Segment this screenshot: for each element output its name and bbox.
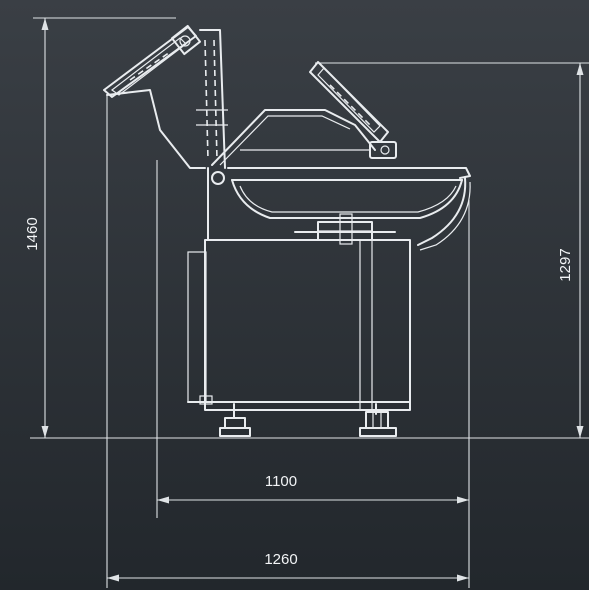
dimension-height-bowl: 1297 (315, 62, 589, 438)
bowl (207, 167, 471, 251)
machine-outline (103, 24, 471, 437)
support-column (106, 29, 228, 169)
dimension-label-width-base: 1100 (265, 473, 297, 490)
foot-left (219, 403, 251, 437)
foot-right (359, 403, 397, 437)
dimension-label-width-total: 1260 (264, 551, 297, 568)
bowl-lid (211, 109, 376, 166)
base-cabinet (187, 239, 411, 411)
dimension-height-total: 1460 (24, 17, 176, 438)
dimension-label-height-total: 1460 (24, 217, 41, 250)
bowl-lid-raised (309, 61, 397, 159)
dimension-label-height-bowl: 1297 (557, 248, 574, 281)
dimension-width-total: 1260 (106, 95, 470, 588)
dimension-width-base: 1100 (156, 160, 470, 518)
